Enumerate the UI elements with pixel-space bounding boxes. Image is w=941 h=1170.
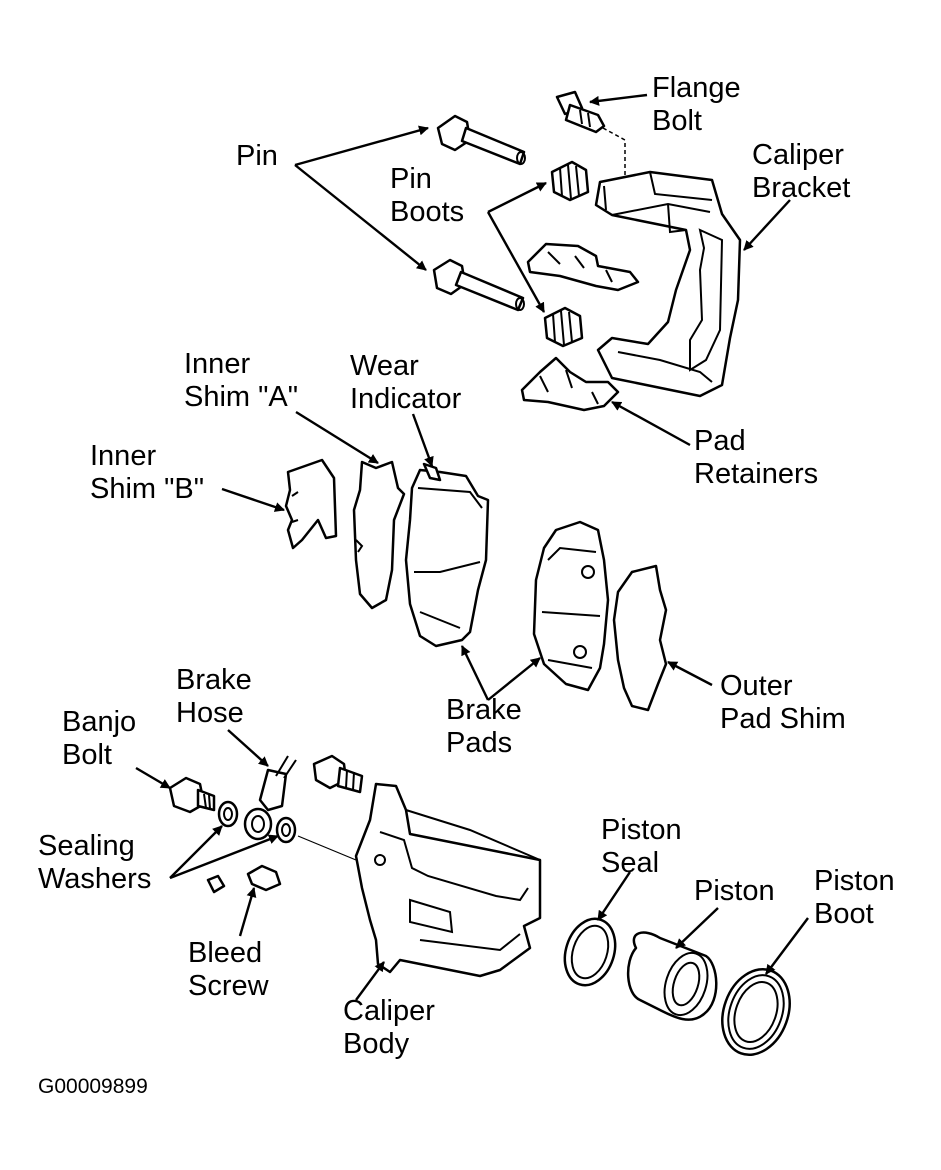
label-sealing-washers: Sealing Washers [38,830,151,896]
sealing-washers-part [217,800,297,844]
piston-boot-part [721,967,791,1057]
bleed-screw-part [206,864,282,894]
label-outer-pad-shim: Outer Pad Shim [720,670,846,736]
flange-bolt-part [555,90,626,178]
label-caliper-body: Caliper Body [343,995,435,1061]
inner-shim-a-part [352,460,406,610]
label-caliper-body-line2: Body [343,1028,410,1060]
label-inner-shim-b-line2: Shim "B" [90,473,205,505]
label-brake-hose-line2: Hose [176,697,244,729]
caliper-bracket-part [594,170,742,398]
label-caliper-body-line1: Caliper [343,995,435,1027]
label-pin: Pin [236,140,278,173]
outer-brake-pad-part [532,520,610,692]
label-piston-seal: Piston Seal [601,814,682,880]
inner-brake-pad-part [404,462,490,648]
label-inner-shim-a-line2: Shim "A" [184,381,299,413]
label-outer-pad-shim-line1: Outer [720,670,793,702]
label-bleed-screw-line2: Screw [188,970,269,1002]
label-brake-hose: Brake Hose [176,664,252,730]
lower-pin-part [432,258,525,312]
label-wear-indicator-line2: Indicator [350,383,462,415]
caliper-body-part [297,782,542,978]
label-caliper-bracket-line1: Caliper [752,139,844,171]
label-brake-pads: Brake Pads [446,694,522,760]
label-banjo-bolt-line2: Bolt [62,739,112,771]
label-sealing-washers-line1: Sealing [38,830,135,862]
pin-boots-part [543,160,590,348]
label-piston-boot: Piston Boot [814,865,895,931]
label-wear-indicator: Wear Indicator [350,350,461,416]
label-inner-shim-b: Inner Shim "B" [90,440,204,506]
label-banjo-bolt-line1: Banjo [62,706,137,738]
label-pin-boots-line2: Boots [390,196,465,228]
label-piston-seal-line1: Piston [601,814,682,846]
label-brake-pads-line1: Brake [446,694,522,726]
banjo-bolt-part [168,776,216,814]
label-caliper-bracket-line2: Bracket [752,172,851,204]
caliper-bolt-part [312,754,364,794]
label-wear-indicator-line1: Wear [350,350,419,382]
label-pin-boots: Pin Boots [390,163,464,229]
label-inner-shim-a: Inner Shim "A" [184,348,298,414]
label-brake-hose-line1: Brake [176,664,252,696]
label-caliper-bracket: Caliper Bracket [752,139,850,205]
label-flange-bolt-line1: Flange [652,72,741,104]
piston-part [626,931,718,1021]
label-pad-retainers-line1: Pad [694,425,746,457]
label-piston-boot-line2: Boot [814,898,874,930]
label-sealing-washers-line2: Washers [38,863,152,895]
label-piston: Piston [694,875,775,908]
label-flange-bolt: Flange Bolt [652,72,741,138]
label-pad-retainers-line2: Retainers [694,458,819,490]
label-piston-seal-line2: Seal [601,847,660,879]
upper-pin-part [436,114,526,166]
label-bleed-screw: Bleed Screw [188,937,269,1003]
label-outer-pad-shim-line2: Pad Shim [720,703,846,735]
label-pin-boots-line1: Pin [390,163,432,195]
label-brake-pads-line2: Pads [446,727,513,759]
outer-pad-shim-part [612,564,668,712]
figure-code: G00009899 [38,1075,148,1098]
inner-shim-b-part [284,458,338,550]
label-flange-bolt-line2: Bolt [652,105,702,137]
label-piston-line1: Piston [694,875,775,907]
leader-lines [135,93,809,1001]
label-inner-shim-a-line1: Inner [184,348,251,380]
piston-seal-part [563,917,617,987]
label-pad-retainers: Pad Retainers [694,425,818,491]
pad-retainers-part [520,242,640,412]
label-banjo-bolt: Banjo Bolt [62,706,136,772]
label-bleed-screw-line1: Bleed [188,937,263,969]
label-inner-shim-b-line1: Inner [90,440,157,472]
label-pin-line1: Pin [236,140,278,172]
label-piston-boot-line1: Piston [814,865,895,897]
brake-hose-part [243,755,297,841]
